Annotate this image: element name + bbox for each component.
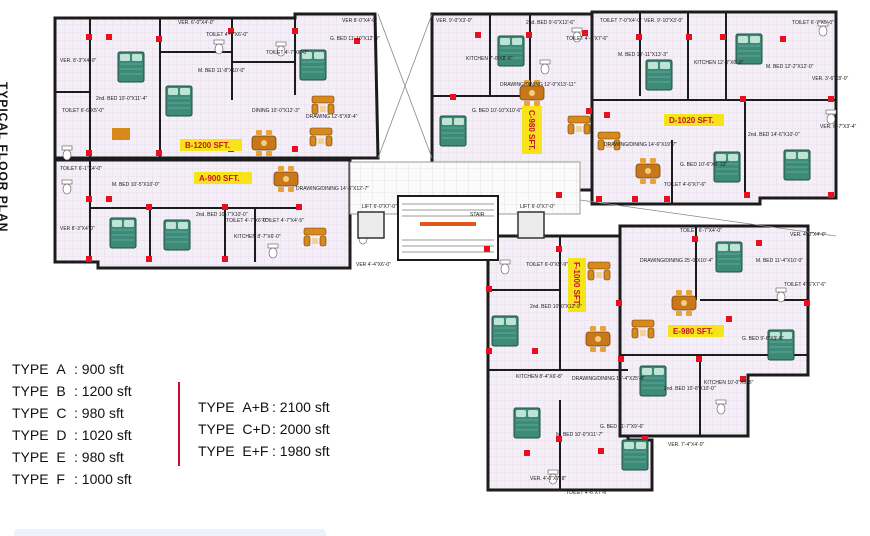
room-labels: VER. 6'-0"X4'-0" VER. 8'-3"X4'-0" VER 8'… — [60, 18, 857, 496]
unit-tag-c: C-980 SFT. — [522, 106, 542, 154]
room-label: 2nd. BED 10'-7"X10'-0" — [196, 212, 248, 218]
room-label: STAIR — [470, 212, 485, 218]
room-label: 2nd. BED 10'-8"X10'-0" — [664, 386, 716, 392]
type-legend: TYPE A: 900 sft TYPE B: 1200 sft TYPE C:… — [12, 358, 132, 490]
svg-text:B-1200 SFT.: B-1200 SFT. — [185, 141, 230, 150]
room-label: DRAWING/DINING 12'-0"X13'-11" — [500, 82, 576, 88]
room-label: KITCHEN 8'-7"X6'-0" — [234, 234, 281, 240]
room-label: TOILET 6'-7"X5'-0" — [792, 20, 834, 26]
room-label: KITCHEN 8'-4"X6'-8" — [516, 374, 563, 380]
svg-text:A-900 SFT.: A-900 SFT. — [199, 174, 239, 183]
room-label: KITCHEN 7'-0"X8'-6" — [466, 56, 513, 62]
room-label: TOILET 6'-1"X4'-0" — [60, 166, 102, 172]
room-label: TOILET 7'-0"X4'-0" — [600, 18, 642, 24]
unit-tag-d: D-1020 SFT. — [664, 114, 724, 126]
room-label: TOILET 4'-7"X4'-5" — [262, 218, 304, 224]
room-label: LIFT 6'-0"X7'-0" — [362, 204, 397, 210]
room-label: M. BED 11'-4"X10'-0" — [756, 258, 803, 264]
room-label: VER. 7'-4"X4'-0" — [668, 442, 705, 448]
room-label: M. BED 10'-0"X11'-7" — [556, 432, 603, 438]
room-label: TOILET 4'-6"X7'-6" — [784, 282, 826, 288]
room-label: M. BED 11'-8"X10'-0" — [198, 68, 245, 74]
room-label: 2nd. BED 10'-0"X11'-4" — [96, 96, 147, 102]
room-label: DINING 10'-0"X12'-3" — [252, 108, 300, 114]
room-label: VER 8'-3"X4'-0" — [60, 226, 95, 232]
legend-row: TYPE C+D: 2000 sft — [198, 421, 330, 437]
room-label: 2nd. BED 14'-6"X10'-0" — [748, 132, 800, 138]
lift-car-1 — [357, 211, 385, 239]
room-label: VER 8'-0"X4'-0" — [342, 18, 377, 24]
room-label: G. BED 10'-10"X10'-6" — [472, 108, 522, 114]
room-label: TOILET 4'-6"X7'-6" — [566, 36, 608, 42]
svg-text:F-1000 SFT.: F-1000 SFT. — [572, 262, 581, 306]
room-label: VER 4'-4"X6'-0" — [356, 262, 391, 268]
page-title: TYPICAL FLOOR PLAN — [0, 82, 10, 233]
stair-steps — [402, 203, 494, 253]
room-label: TOILET 4'-6"X7'-6" — [664, 182, 706, 188]
room-label: DRAWING/DINING 14'-6"X19'-7" — [604, 142, 677, 148]
legend-row: TYPE A+B: 2100 sft — [198, 399, 330, 415]
study-desk — [112, 128, 130, 140]
room-label: G. BED 9'-6"X9'-6" — [742, 336, 784, 342]
room-label: VER. 9'-10"X3'-0" — [644, 18, 683, 24]
unit-tag-e: E-980 SFT. — [668, 325, 724, 337]
room-label: TOILET 4'-7"X6'-0" — [266, 50, 308, 56]
room-label: 2nd. BED 9'-6"X12'-6" — [526, 20, 575, 26]
room-label: G. BED 11'-7"X9'-6" — [600, 424, 644, 430]
room-label: VER. 8'-3"X4'-0" — [60, 58, 97, 64]
legend-row: TYPE B: 1200 sft — [12, 383, 132, 399]
room-label: VER. 6'-7"X3'-4" — [820, 124, 857, 130]
room-label: G. BED 11'-10"X12'-0" — [330, 36, 380, 42]
combined-type-legend: TYPE A+B: 2100 sft TYPE C+D: 2000 sft TY… — [198, 396, 330, 462]
room-label: M. BED 10'-5"X10'-0" — [112, 182, 160, 188]
stair-landing-mark — [420, 222, 476, 226]
room-label: DRAWING/DINING 10'-4"X25'-8" — [572, 376, 645, 382]
legend-row: TYPE C: 980 sft — [12, 405, 124, 421]
room-label: DRAWING 12'-5"X9'-4" — [306, 114, 358, 120]
unit-tag-b: B-1200 SFT. — [180, 139, 242, 151]
bottom-panel-edge — [14, 529, 326, 536]
room-label: LIFT 6'-0"X7'-0" — [520, 204, 555, 210]
legend-row: TYPE D: 1020 sft — [12, 427, 132, 443]
unit-tag-f: F-1000 SFT. — [568, 258, 586, 312]
svg-text:C-980 SFT.: C-980 SFT. — [527, 110, 536, 150]
room-label: KITCHEN 12'-0"X6'-0" — [694, 60, 744, 66]
legend-divider — [178, 382, 180, 466]
room-label: VER. 6'-0"X4'-0" — [178, 20, 215, 26]
svg-text:D-1020 SFT.: D-1020 SFT. — [669, 116, 714, 125]
room-label: TOILET 4'-6"X7'-6" — [566, 490, 608, 496]
room-label: VER. 4'-0"X7'-8" — [530, 476, 567, 482]
unit-tag-a: A-900 SFT. — [194, 172, 252, 184]
room-label: KITCHEN 10'-0"X6'-8" — [704, 380, 754, 386]
room-label: TOILET 6'-0"X5'-9" — [526, 262, 568, 268]
stair-well — [397, 195, 499, 261]
room-label: DRAWING/DINING 14'-5"X12'-7" — [296, 186, 369, 192]
room-label: DRAWING/DINING 25'-0"X10'-4" — [640, 258, 713, 264]
legend-row: TYPE E+F: 1980 sft — [198, 443, 330, 459]
room-label: TOILET 4'-7"X6'-0" — [226, 218, 268, 224]
svg-text:E-980 SFT.: E-980 SFT. — [673, 327, 713, 336]
room-label: M. BED 12'-2"X12'-0" — [766, 64, 814, 70]
room-label: M. BED 10'-11"X13'-3" — [618, 52, 668, 58]
room-label: VER. 9'-0"X3'-0" — [436, 18, 473, 24]
room-label: TOILET 6'-6"X5'-0" — [62, 108, 104, 114]
legend-row: TYPE A: 900 sft — [12, 361, 124, 377]
legend-row: TYPE F: 1000 sft — [12, 471, 132, 487]
lift-car-2 — [517, 211, 545, 239]
room-label: TOILET 4'-7"X6'-0" — [206, 32, 248, 38]
room-label: 2nd. BED 10'-0"X12'-9" — [530, 304, 582, 310]
room-label: TOILET 6'-7"X4'-0" — [680, 228, 722, 234]
room-label: VER. 3'-6"X8'-0" — [812, 76, 849, 82]
legend-row: TYPE E: 980 sft — [12, 449, 124, 465]
room-label: VER. 4'-0"X4'-0" — [790, 232, 827, 238]
room-label: G. BED 10'-6"X9'-10" — [680, 162, 727, 168]
